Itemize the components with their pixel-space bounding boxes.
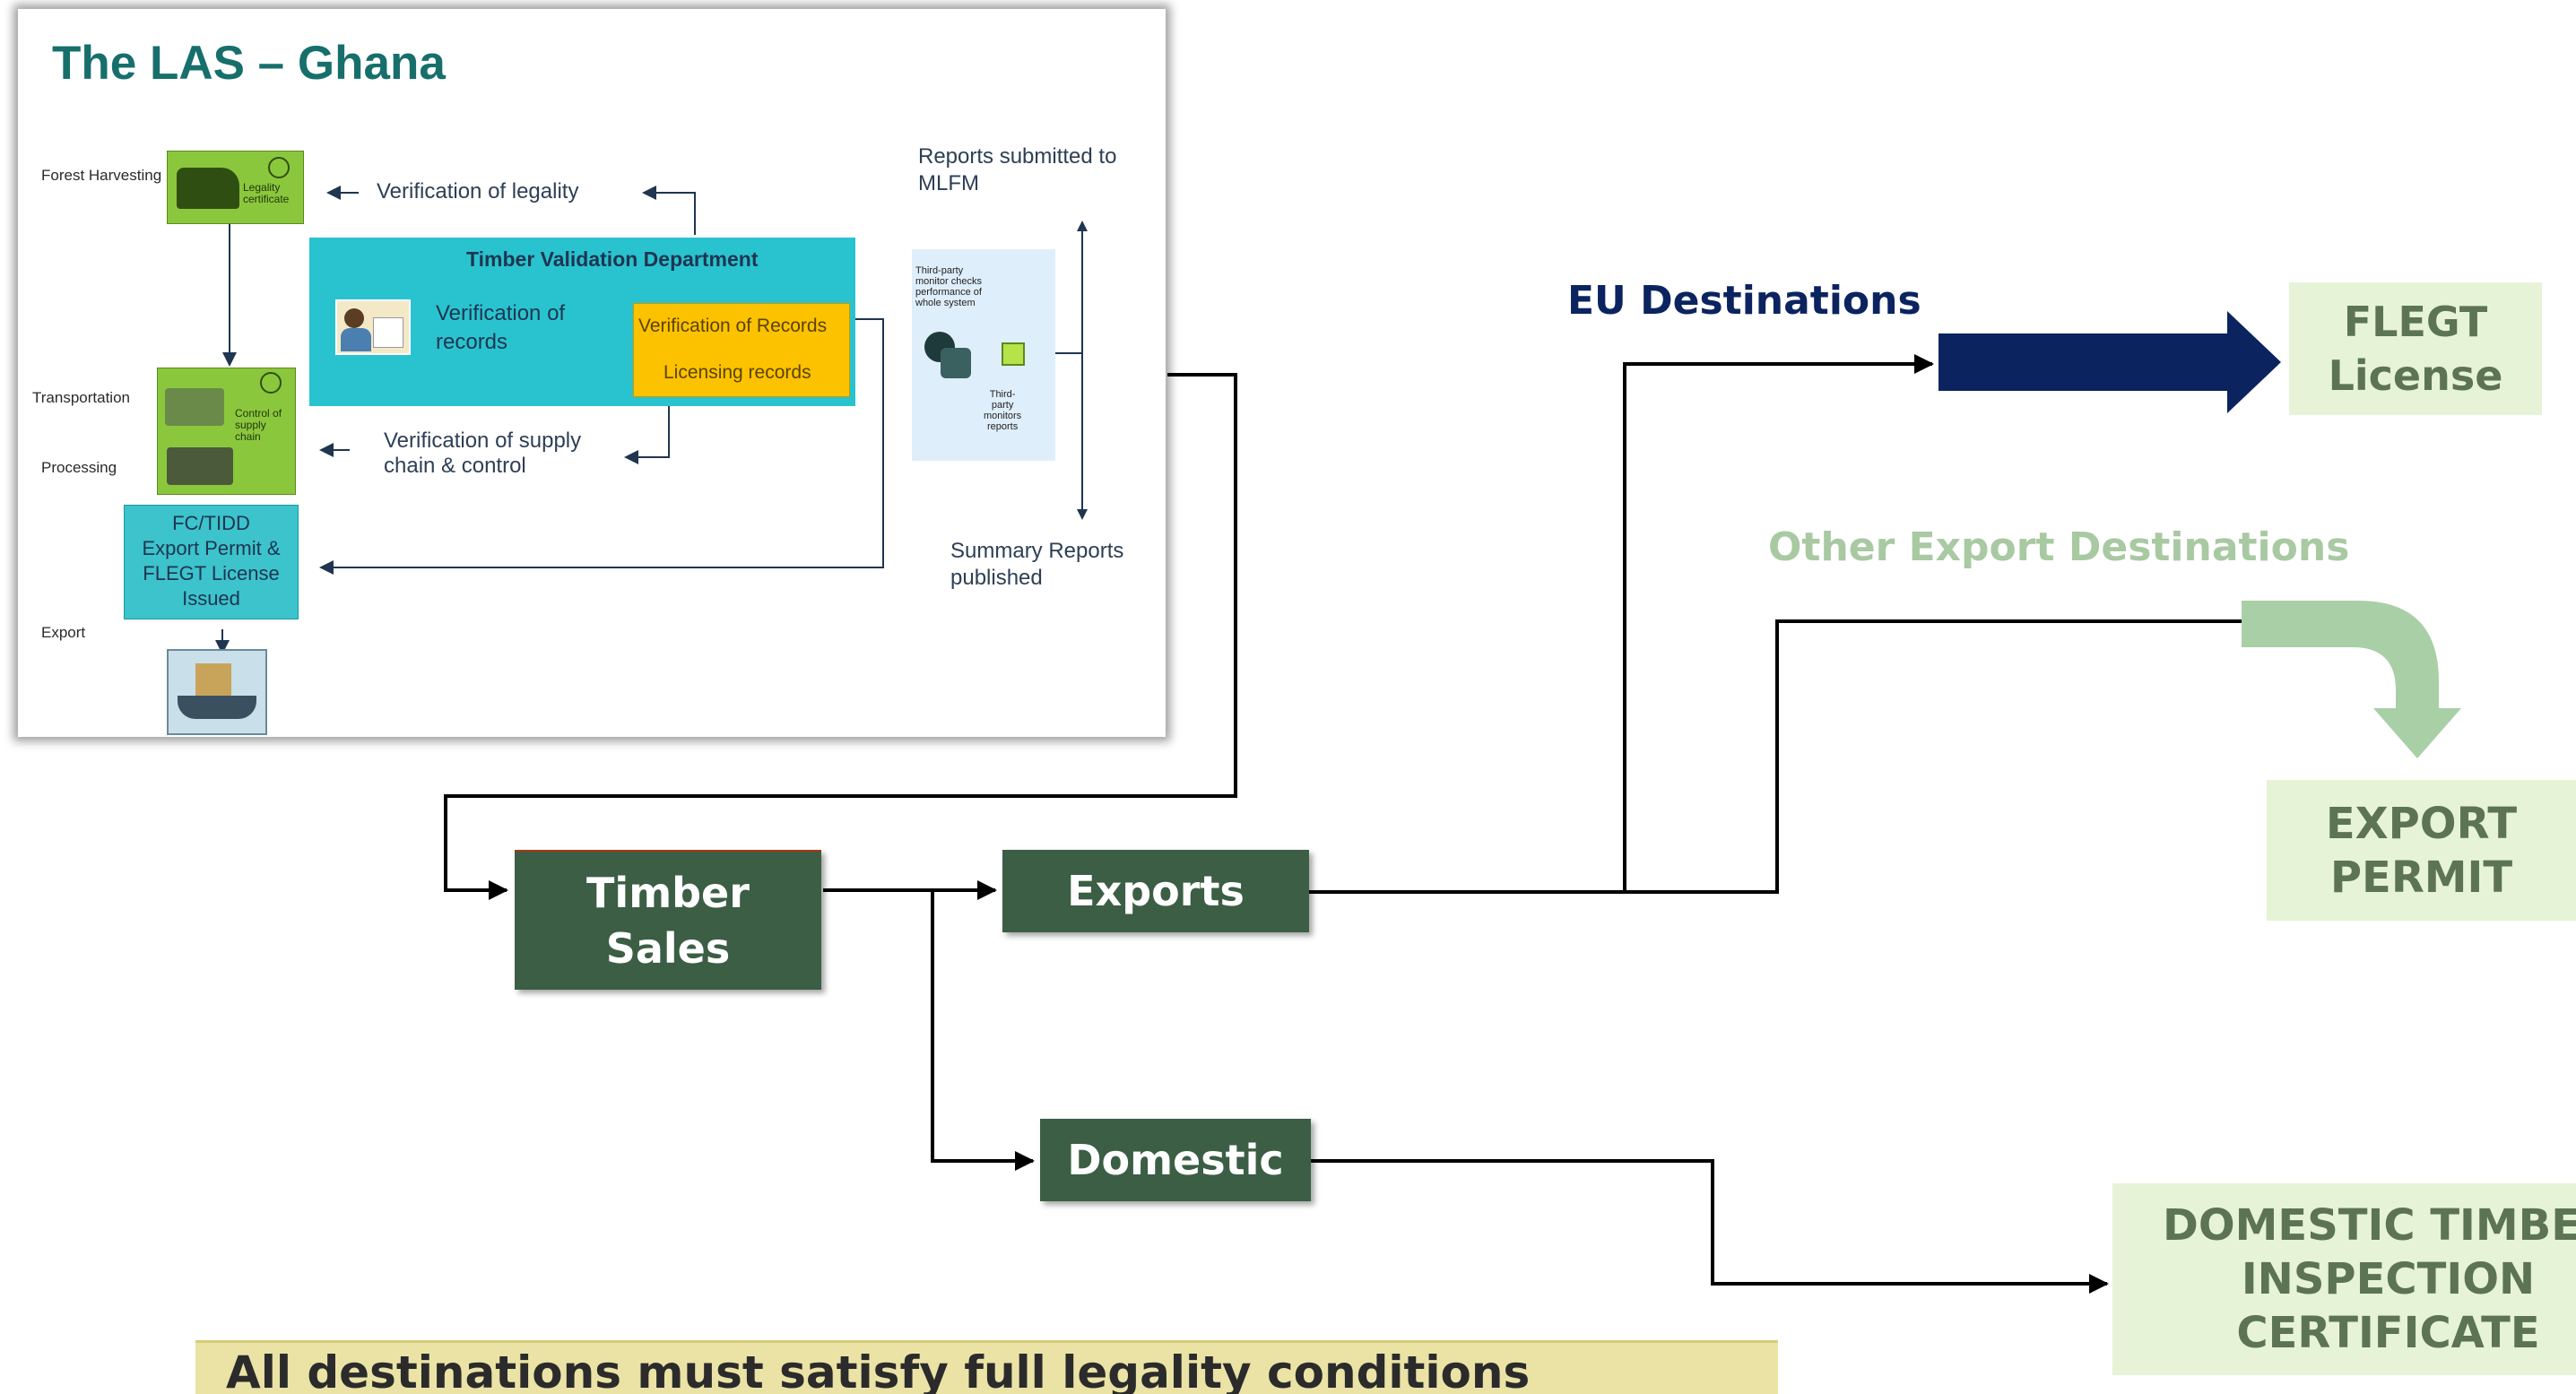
- forest-harvesting-label: Forest Harvesting: [41, 167, 162, 184]
- fc-tidd-box: FC/TIDD Export Permit & FLEGT License Is…: [124, 505, 299, 619]
- timber-sales-box: Timber Sales: [515, 850, 821, 990]
- slide-title: The LAS – Ghana: [52, 37, 446, 90]
- legality-certificate-label: Legality certificate: [243, 181, 290, 205]
- verification-of-legality-label: Verification of legality: [377, 179, 579, 203]
- badge-icon: [268, 157, 290, 178]
- truck-icon: [165, 388, 224, 426]
- supply-chain-control-icon: Control of supply chain: [157, 368, 296, 495]
- slide-connectors: [215, 186, 1088, 654]
- third-party-text: Third-party monitor checks performance o…: [915, 265, 982, 308]
- export-permit-box: EXPORT PERMIT: [2267, 780, 2576, 921]
- domestic-certificate-box: DOMESTIC TIMBER INSPECTION CERTIFICATE: [2112, 1183, 2576, 1375]
- exports-to-other-connector: [1625, 619, 2242, 894]
- other-export-curved-arrow: [2242, 601, 2461, 758]
- export-label: Export: [41, 624, 86, 641]
- sawmill-icon: [167, 447, 233, 485]
- reports-submitted-label: Reports submitted to MLFM: [918, 144, 1117, 195]
- harvester-icon: [177, 168, 239, 209]
- tvd-title: Timber Validation Department: [466, 247, 759, 271]
- third-party-reports-text: Third- party monitors reports: [984, 389, 1022, 432]
- inspector-icon: [335, 299, 411, 355]
- eu-destinations-label: EU Destinations: [1567, 278, 1921, 324]
- verification-records-box: [633, 303, 850, 397]
- legality-banner: All destinations must satisfy full legal…: [195, 1340, 1778, 1394]
- badge-icon-2: [260, 372, 282, 394]
- third-party-monitor-panel: Third-party monitor checks performance o…: [912, 249, 1055, 461]
- timber-to-domestic-connector: [931, 890, 1035, 1171]
- summary-reports-label: Summary Reports published: [950, 539, 1124, 590]
- processing-label: Processing: [41, 459, 117, 476]
- verification-of-records-2-label: Verification of Records: [638, 316, 828, 336]
- ship-icon: [167, 649, 267, 735]
- exports-box: Exports: [1002, 850, 1309, 932]
- flegt-license-box: FLEGT License: [2289, 282, 2542, 415]
- verification-of-records-label: Verification of records: [436, 301, 566, 354]
- other-export-destinations-label: Other Export Destinations: [1768, 524, 2350, 570]
- report-icon: [1002, 342, 1025, 366]
- slide-to-timber-sales-connector: [444, 373, 1237, 900]
- monitor-icon: [941, 348, 971, 378]
- domestic-box: Domestic: [1040, 1119, 1311, 1201]
- exports-to-eu-connector: [1309, 354, 1934, 894]
- legality-certificate-icon: Legality certificate: [167, 151, 304, 224]
- domestic-to-certificate-connector: [1311, 1159, 2109, 1294]
- licensing-records-label: Licensing records: [664, 362, 811, 383]
- verification-supply-chain-label: Verification of supply chain & control: [384, 429, 582, 478]
- transportation-label: Transportation: [32, 389, 130, 406]
- control-supply-chain-label: Control of supply chain: [235, 407, 282, 443]
- eu-block-arrow: [1939, 311, 2281, 413]
